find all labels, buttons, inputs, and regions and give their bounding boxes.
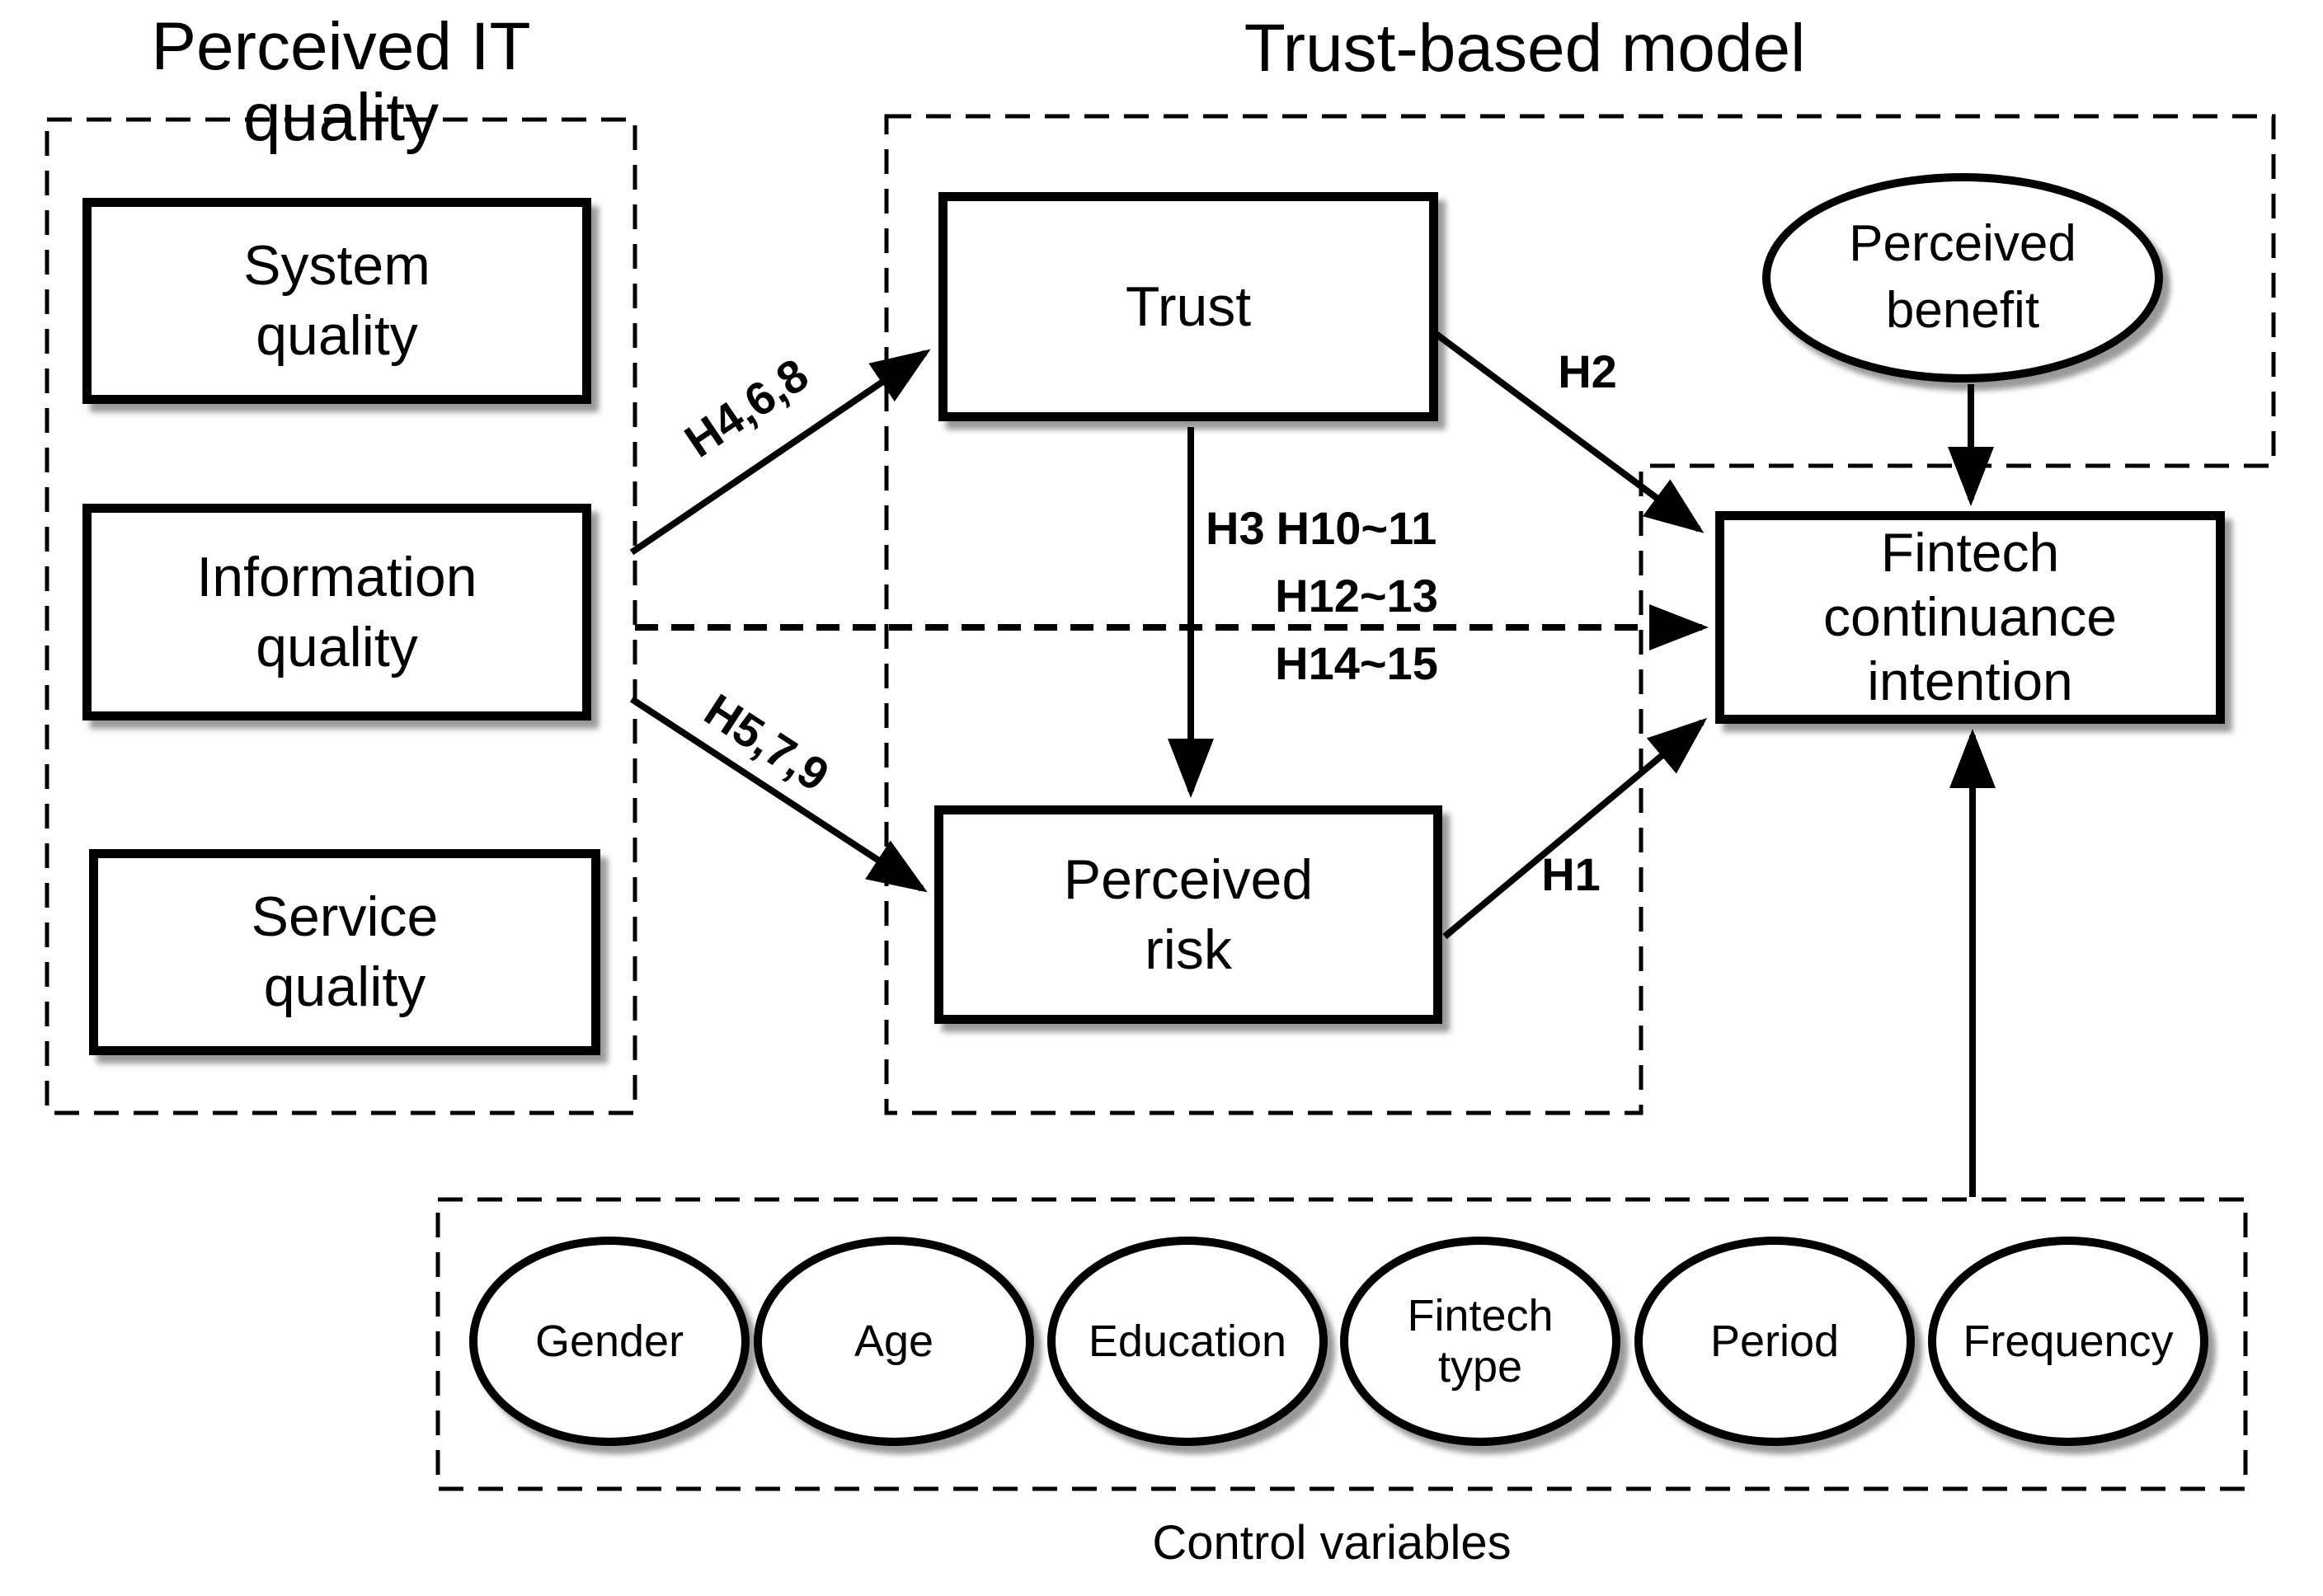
control-variable-education-label: Education: [1088, 1316, 1287, 1366]
node-fintech-continuance-intention: Fintech continuance intention: [1715, 511, 2225, 724]
node-perceived-benefit: Perceived benefit: [1762, 173, 2163, 383]
control-variables-caption: Control variables: [1152, 1516, 1512, 1570]
control-variable-gender-label: Gender: [534, 1316, 684, 1366]
trust-based-model-group-border: [884, 114, 2276, 1115]
node-system-quality-label: System quality: [243, 234, 430, 367]
right-group-title: Trust-based model: [1244, 11, 1806, 86]
arrow-trust-to-fci: [1432, 330, 1705, 533]
node-trust: Trust: [938, 192, 1438, 421]
control-variable-age-label: Age: [853, 1316, 934, 1366]
hypothesis-label-h10-11: H10~11: [1276, 502, 1437, 554]
node-fintech-continuance-intention-label: Fintech continuance intention: [1823, 522, 2117, 711]
control-variable-education: Education: [1047, 1237, 1328, 1446]
control-variable-frequency: Frequency: [1928, 1237, 2208, 1446]
node-system-quality: System quality: [82, 198, 591, 404]
node-information-quality-label: Information quality: [196, 545, 477, 678]
hypothesis-label-h14-15: H14~15: [1275, 637, 1438, 689]
perceived-it-quality-group-border: [45, 117, 637, 1115]
hypothesis-label-h12-13: H12~13: [1275, 570, 1438, 622]
arrow-itquality-to-risk: [629, 696, 928, 893]
left-group-title: Perceived IT quality: [151, 9, 531, 156]
control-variable-age: Age: [754, 1237, 1034, 1446]
control-variable-gender: Gender: [469, 1237, 750, 1446]
control-variable-fintech-type: Fintech type: [1340, 1237, 1620, 1446]
arrow-itquality-to-trust: [629, 349, 931, 556]
node-perceived-risk-label: Perceived risk: [1063, 847, 1314, 981]
hypothesis-label-h2: H2: [1558, 345, 1617, 397]
control-variable-frequency-label: Frequency: [1963, 1316, 2174, 1366]
control-variables-group-border: [435, 1197, 2248, 1491]
control-variable-fintech-type-label: Fintech type: [1407, 1290, 1554, 1392]
node-information-quality: Information quality: [82, 504, 591, 721]
hypothesis-label-h3: H3: [1206, 502, 1265, 554]
control-variable-period-label: Period: [1709, 1316, 1840, 1366]
node-service-quality: Service quality: [89, 849, 600, 1055]
node-service-quality-label: Service quality: [251, 885, 439, 1018]
hypothesis-label-h1: H1: [1541, 848, 1601, 900]
node-perceived-risk: Perceived risk: [934, 805, 1442, 1024]
node-perceived-benefit-label: Perceived benefit: [1849, 215, 2076, 339]
node-trust-label: Trust: [1125, 275, 1252, 338]
arrow-risk-to-fci: [1442, 717, 1708, 940]
control-variable-period: Period: [1634, 1237, 1915, 1446]
